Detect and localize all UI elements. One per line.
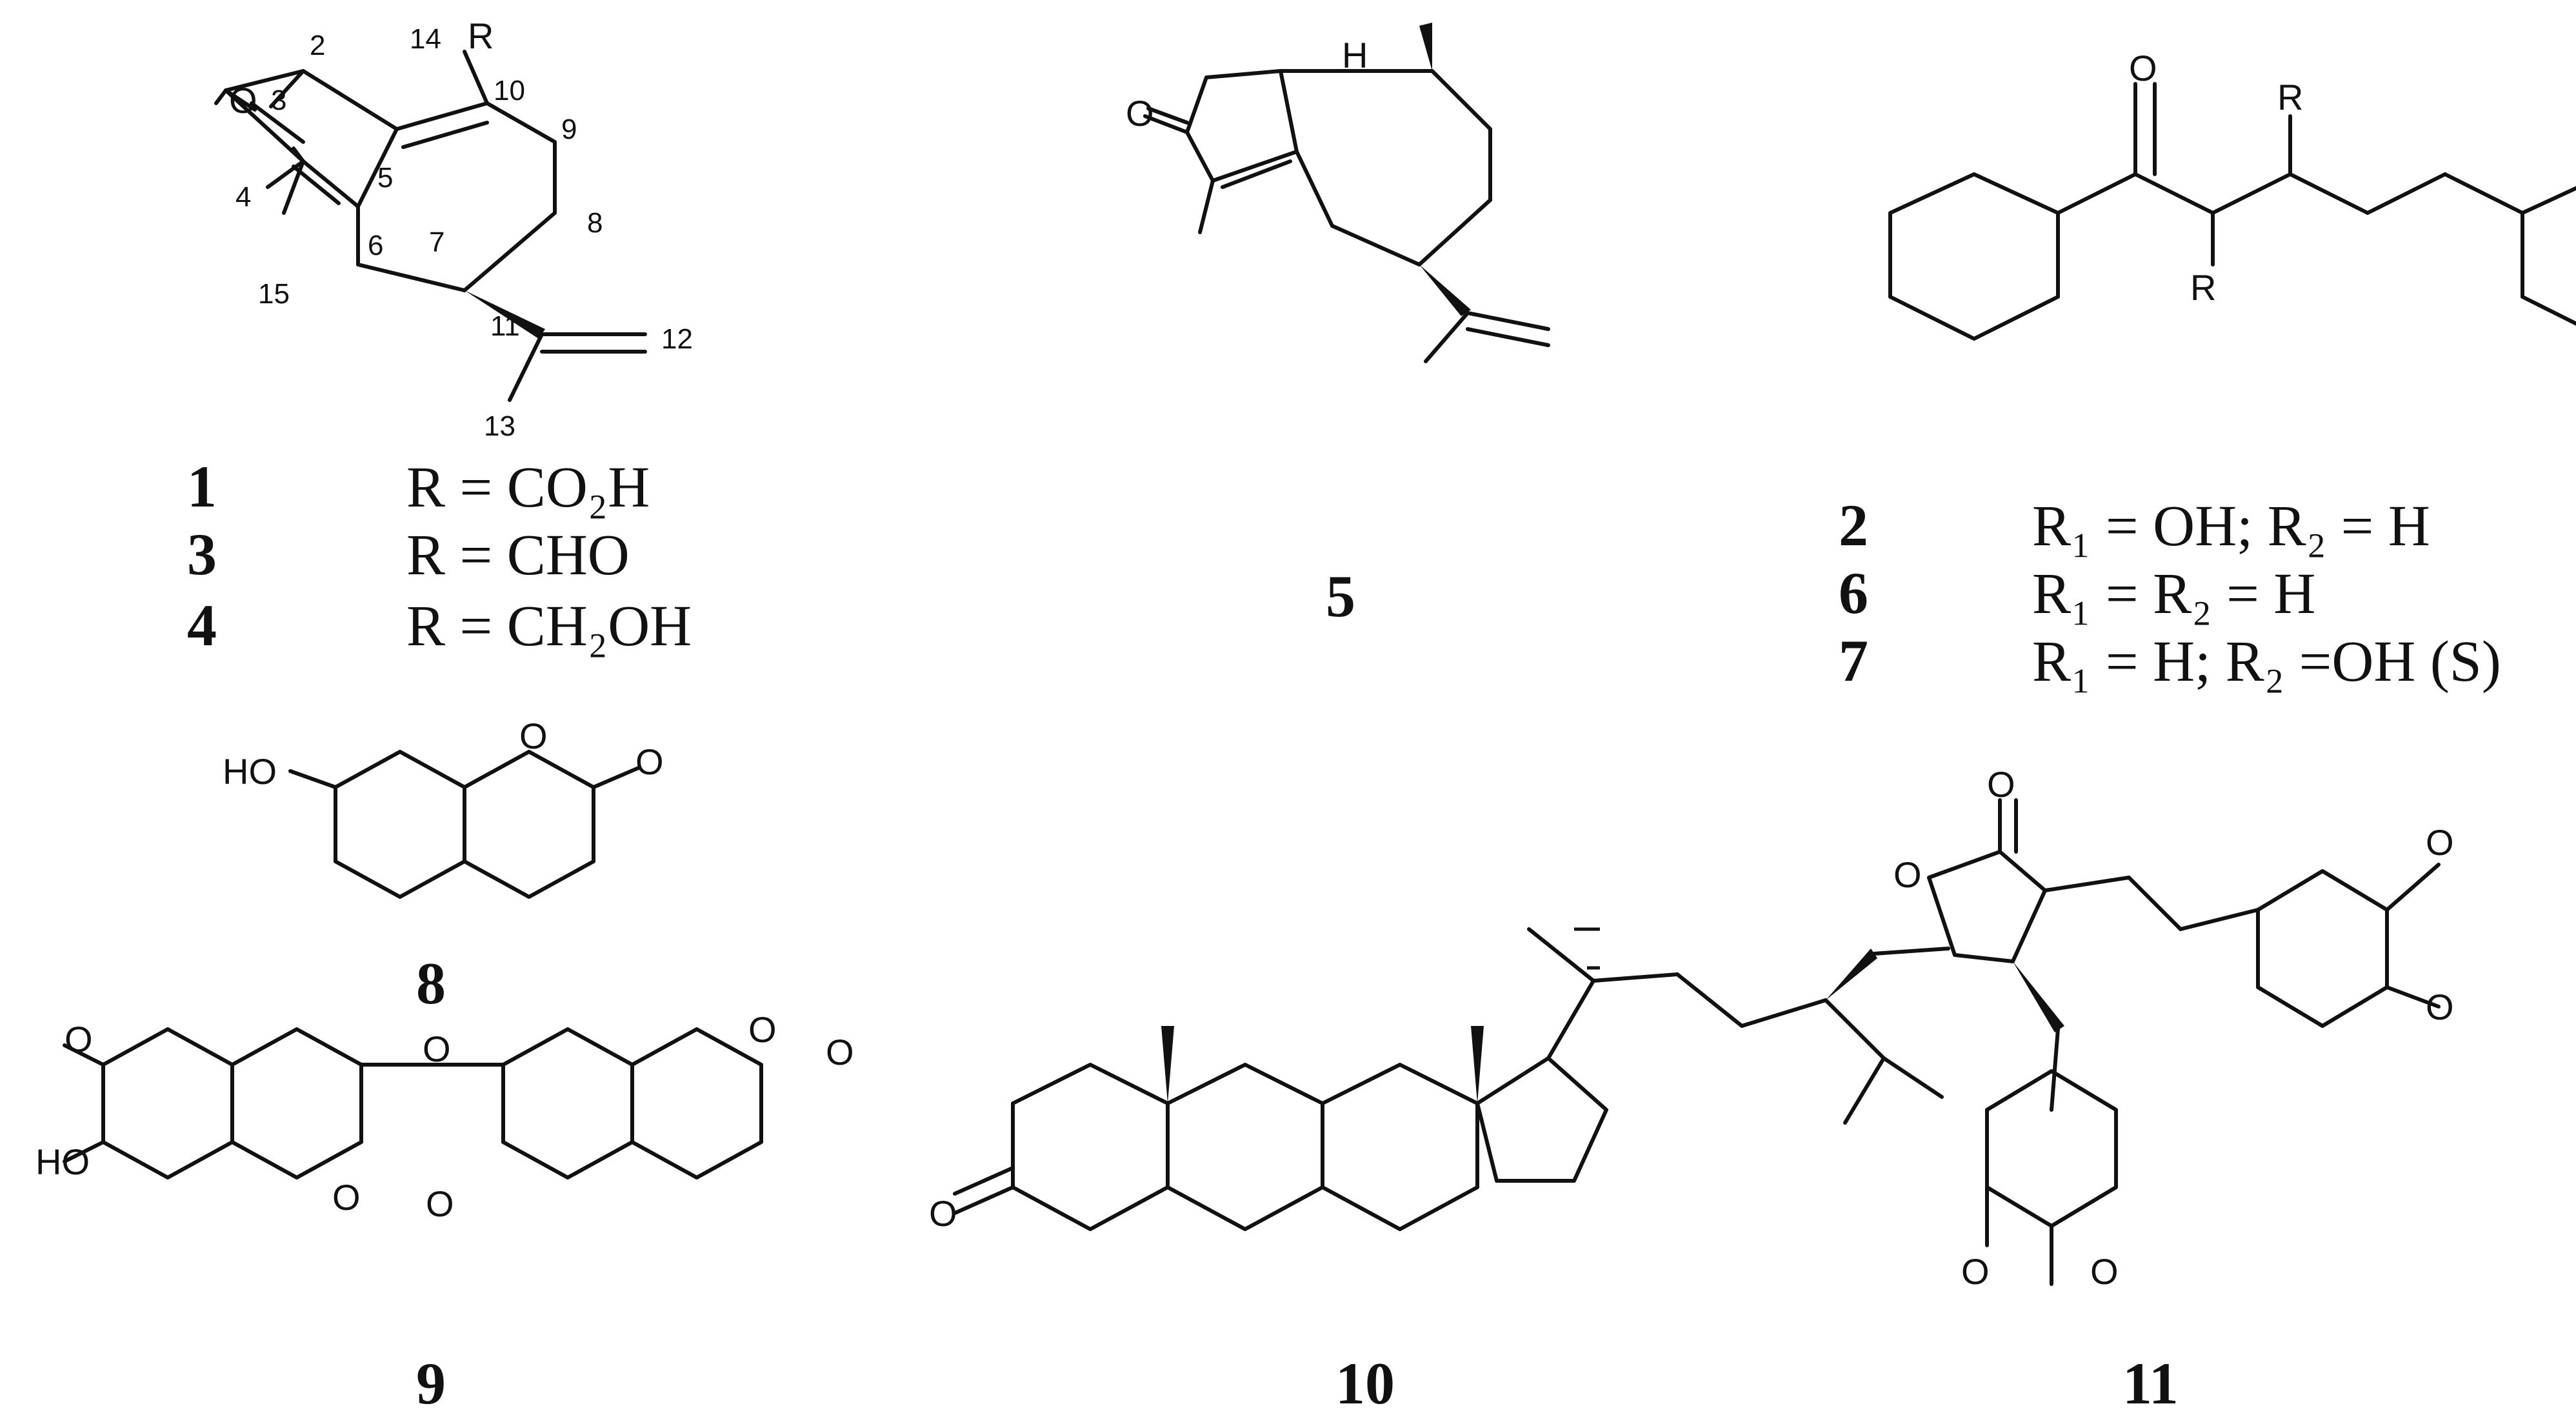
svg-text:11: 11 [490,310,520,342]
compound-label-6: 6 [1839,560,1868,626]
atom-O: O [826,1032,854,1072]
compound-label-1: 1 [187,454,217,519]
compound-label-7: 7 [1839,628,1868,694]
compound-rdef-1: R = CO₂H [406,456,650,519]
atom-O: O [1987,764,2015,805]
compound-label-2: 2 [1839,492,1868,558]
atom-O: O [229,80,257,121]
compound-label-9: 9 [416,1351,446,1416]
compound-label-10: 10 [1335,1351,1395,1416]
atom-O: O [1961,1251,1990,1292]
svg-text:14: 14 [410,23,441,55]
atom-O: O [519,716,548,756]
svg-text:2: 2 [310,30,325,61]
structure-10: O [929,927,1950,1234]
svg-text:12: 12 [661,323,693,355]
atom-O: O [748,1009,777,1050]
compound-label-3: 3 [187,521,217,587]
atom-O: O [635,741,664,782]
svg-text:13: 13 [484,410,515,442]
atom-H: H [1342,35,1368,75]
svg-text:7: 7 [429,226,444,258]
svg-text:4: 4 [235,181,251,213]
atom-O: O [65,1019,93,1059]
svg-text:15: 15 [258,278,290,310]
svg-text:5: 5 [377,162,393,194]
atom-R: R [468,15,494,56]
compound-label-11: 11 [2122,1351,2179,1416]
svg-text:R: R [2190,267,2216,308]
svg-text:6: 6 [368,230,383,261]
atom-O: O [423,1029,451,1069]
atom-HO: HO [223,751,277,792]
compound-label-4: 4 [187,592,217,658]
compound-rdef-3: R = CHO [406,523,630,587]
atom-O: O [426,1183,454,1224]
svg-text:10: 10 [494,75,525,106]
compound-rdef-4: R = CH₂OH [406,594,692,658]
atom-HO: HO [35,1141,90,1182]
atom-O: O [2090,1251,2119,1292]
atom-O: O [2129,48,2157,88]
atom-O: O [2426,822,2454,863]
svg-text:R: R [2277,77,2303,117]
compound-rdef-6: R₁ = R₂ = H [2032,562,2315,626]
compound-label-5: 5 [1326,563,1355,629]
compound-label-8: 8 [416,950,446,1016]
structure-2: O R R [1888,48,2576,341]
structure-1: O R 2 3 4 5 6 7 8 9 10 11 12 13 14 15 [214,15,693,442]
atom-O: O [1893,854,1922,895]
structure-9: O HO O O O O O [35,1009,854,1224]
atom-O: O [1126,93,1154,134]
svg-text:9: 9 [561,114,577,145]
structure-5: O H [1126,23,1550,363]
svg-text:3: 3 [271,85,286,116]
structure-8: HO O O [223,716,664,899]
atom-O: O [929,1193,957,1234]
structure-11: O O O O O O [1893,764,2454,1292]
atom-O: O [332,1177,361,1218]
compound-rdef-2: R₁ = OH; R₂ = H [2032,494,2430,558]
compound-rdef-7: R₁ = H; R₂ =OH (S) [2032,630,2501,694]
atom-O: O [2426,987,2454,1027]
svg-text:8: 8 [587,207,603,239]
